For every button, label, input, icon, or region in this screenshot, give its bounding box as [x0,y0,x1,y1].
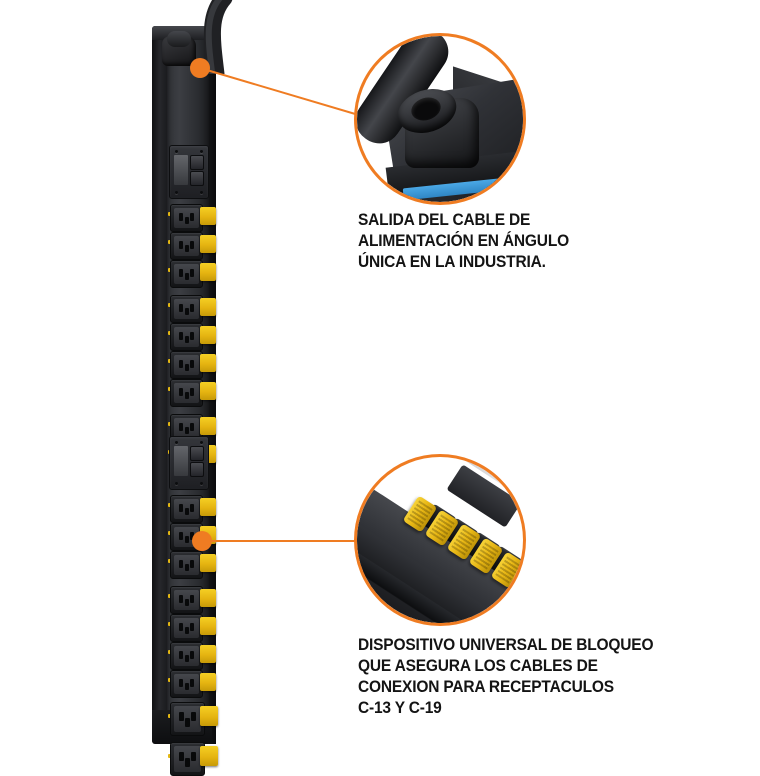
breaker-switch-a[interactable] [190,446,204,461]
callout-bubble-cord-locking-device [354,454,526,626]
receptacle-c13 [170,379,203,407]
callout-anchor-dot-bottom [192,531,212,551]
receptacle-c13 [170,551,203,579]
locking-clip[interactable] [200,263,216,281]
breaker-label-strip [174,446,188,476]
receptacle-c13 [170,642,203,670]
breaker-switch-a[interactable] [190,155,204,170]
breaker-label-strip [174,155,188,185]
locking-clip[interactable] [200,326,216,344]
breaker-switch-b[interactable] [190,171,204,186]
callout-bubble-power-cord-exit [354,33,526,205]
receptacle-c13 [170,351,203,379]
breaker-switch-b[interactable] [190,462,204,477]
receptacle-c13 [170,260,203,288]
locking-clip[interactable] [200,589,216,607]
locking-clip[interactable] [200,235,216,253]
locking-clip[interactable] [200,417,216,435]
callout-caption-power-cord-exit: SALIDA DEL CABLE DE ALIMENTACIÓN EN ÁNGU… [358,211,569,271]
product-callout-diagram: SALIDA DEL CABLE DE ALIMENTACIÓN EN ÁNGU… [152,0,654,776]
locking-clip[interactable] [200,382,216,400]
receptacle-c13 [170,670,203,698]
power-cord [203,0,233,74]
receptacle-c13 [170,586,203,614]
receptacle-c19 [170,702,205,736]
receptacle-c13 [170,232,203,260]
callout-anchor-dot-top [190,58,210,78]
pdu-side-face [152,26,169,744]
rack-pdu-strip [152,26,218,776]
locking-clip[interactable] [200,617,216,635]
breaker-module-upper [169,145,209,199]
locking-clip[interactable] [200,207,216,225]
callout-leader-line-top [199,67,370,119]
cord-strain-relief-boot [160,30,200,70]
locking-clip[interactable] [200,746,218,766]
locking-clip[interactable] [200,354,216,372]
receptacle-c13 [170,495,203,523]
receptacle-c13 [170,614,203,642]
locking-clip[interactable] [200,554,216,572]
breaker-module-lower [169,436,209,490]
callout-caption-cord-locking-device: DISPOSITIVO UNIVERSAL DE BLOQUEO QUE ASE… [358,636,654,717]
locking-clip[interactable] [200,673,216,691]
callout-leader-line-bottom [202,540,362,542]
receptacle-c13 [170,323,203,351]
locking-clip[interactable] [200,298,216,316]
locking-clip[interactable] [200,706,218,726]
receptacle-c13 [170,204,203,232]
locking-clip[interactable] [200,498,216,516]
locking-clip[interactable] [200,645,216,663]
receptacle-c13 [170,295,203,323]
